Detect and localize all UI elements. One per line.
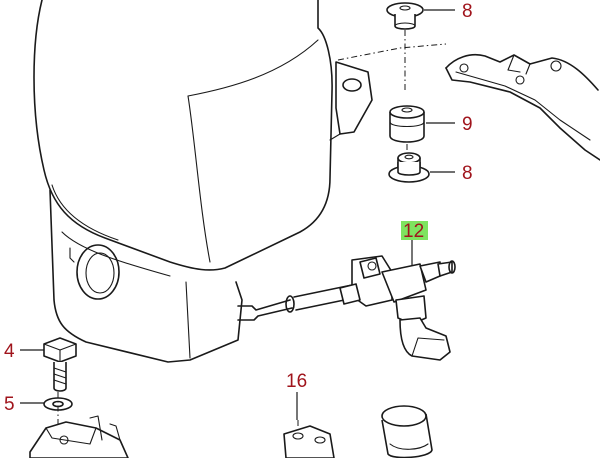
mounting-clip [29,415,129,458]
callout-8-top[interactable]: 8 [462,1,473,22]
tank-outlet-hose [237,284,355,321]
callout-highlight-12 [401,221,428,240]
callout-leaders [20,9,455,420]
callout-label-8-bottom: 8 [462,163,473,184]
callout-label-8-top: 8 [462,1,473,22]
callout-label-5: 5 [4,394,15,415]
washer-pump-12 [339,255,456,361]
callout-4[interactable]: 4 [4,341,15,362]
grommet-8-top [386,2,424,92]
bracket [337,43,600,161]
cap [381,405,433,458]
washer-tank [33,0,373,363]
callout-label-4: 4 [4,341,15,362]
washer-5 [43,392,73,440]
callout-label-9: 9 [462,114,473,135]
callout-16[interactable]: 16 [286,371,307,392]
callout-8-bottom[interactable]: 8 [462,163,473,184]
callout-label-16: 16 [286,371,307,392]
callout-9[interactable]: 9 [462,114,473,135]
grommet-8-bottom [388,152,430,183]
bolt-4 [43,337,77,392]
callout-5[interactable]: 5 [4,394,15,415]
callout-12[interactable]: 12 [401,221,428,242]
clamp-16 [283,420,335,458]
callout-label-12: 12 [403,221,424,242]
grommet-9 [389,105,425,156]
